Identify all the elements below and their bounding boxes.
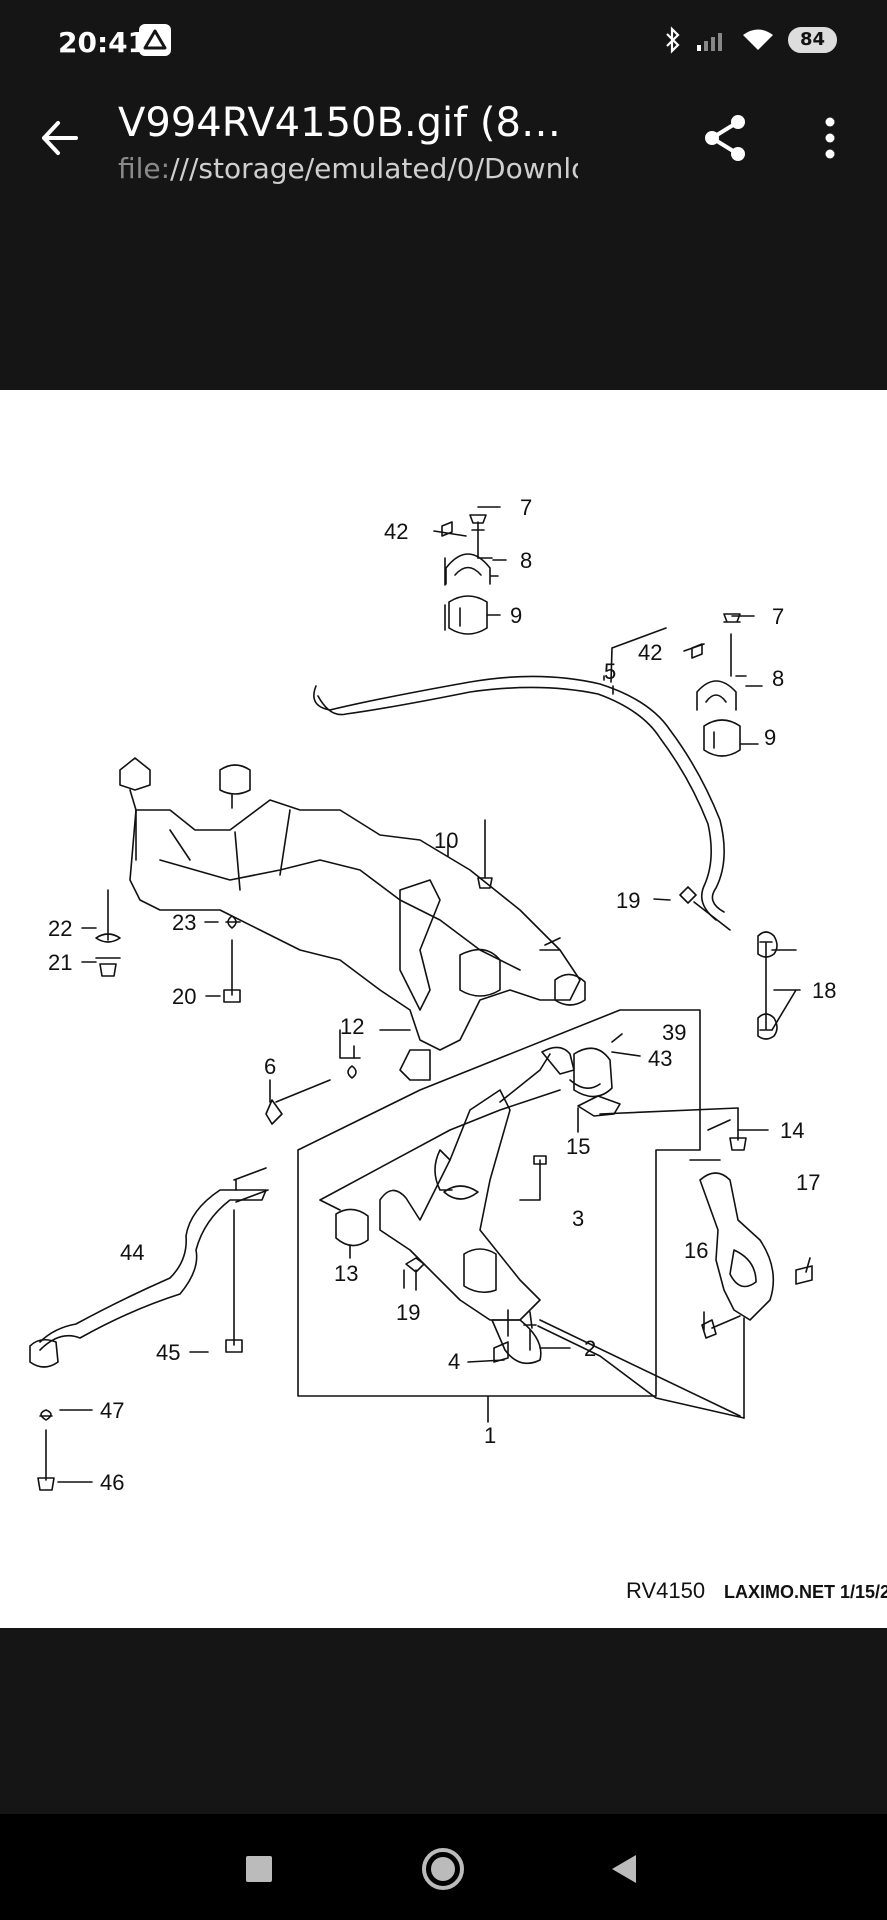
part-label: 18 xyxy=(812,978,836,1003)
part-label: 39 xyxy=(662,1020,686,1045)
part-label: 16 xyxy=(684,1238,708,1263)
status-icons: 84 xyxy=(664,26,837,54)
back-arrow-icon[interactable] xyxy=(34,110,90,166)
image-viewer[interactable]: 42 7 8 9 42 7 8 9 5 10 19 18 22 23 21 20… xyxy=(0,390,887,1628)
part-label: 8 xyxy=(520,548,532,573)
part-label: 14 xyxy=(780,1118,804,1143)
part-label: 22 xyxy=(48,916,72,941)
part-label: 13 xyxy=(334,1261,358,1286)
part-label: 21 xyxy=(48,950,72,975)
diagram-code: RV4150 xyxy=(626,1578,705,1603)
part-label: 15 xyxy=(566,1134,590,1159)
suspension-diagram: 42 7 8 9 42 7 8 9 5 10 19 18 22 23 21 20… xyxy=(29,495,887,1603)
url-path: ///storage/emulated/0/Downloa xyxy=(170,152,578,185)
part-label: 6 xyxy=(264,1054,276,1079)
part-label: 8 xyxy=(772,666,784,691)
part-label: 23 xyxy=(172,910,196,935)
part-label: 1 xyxy=(484,1423,496,1448)
part-label: 42 xyxy=(384,519,408,544)
status-time: 20:41 xyxy=(58,26,148,59)
app-bar: V994RV4150B.gif (899×... file:///storage… xyxy=(0,90,887,390)
part-label: 2 xyxy=(584,1336,596,1361)
share-icon[interactable] xyxy=(696,108,756,168)
part-label: 10 xyxy=(434,828,458,853)
wifi-icon xyxy=(742,29,773,50)
part-label: 45 xyxy=(156,1340,180,1365)
part-label: 44 xyxy=(120,1240,144,1265)
url-scheme: file: xyxy=(118,152,171,185)
home-circle-icon[interactable] xyxy=(418,1844,468,1894)
part-label: 9 xyxy=(510,603,522,628)
file-title: V994RV4150B.gif (899×... xyxy=(118,100,578,146)
back-triangle-icon[interactable] xyxy=(600,1844,650,1894)
system-nav-bar xyxy=(0,1814,887,1920)
part-label: 20 xyxy=(172,984,196,1009)
part-label: 47 xyxy=(100,1398,124,1423)
part-label: 7 xyxy=(520,495,532,520)
part-label: 19 xyxy=(616,888,640,913)
part-label: 12 xyxy=(340,1014,364,1039)
file-url: file:///storage/emulated/0/Downloa xyxy=(118,152,578,185)
signal-icon xyxy=(696,33,722,51)
part-label: 9 xyxy=(764,725,776,750)
recents-square-icon[interactable] xyxy=(234,1844,284,1894)
more-vert-icon[interactable] xyxy=(810,108,850,168)
diagram-watermark-date: LAXIMO.NET 1/15/2005 xyxy=(724,1582,887,1602)
app-notification-icon xyxy=(139,24,171,56)
part-label: 42 xyxy=(638,640,662,665)
bluetooth-icon xyxy=(666,26,680,54)
status-bar: 20:41 84 xyxy=(0,0,887,90)
part-label: 17 xyxy=(796,1170,820,1195)
battery-icon: 84 xyxy=(787,27,837,53)
part-label: 7 xyxy=(772,604,784,629)
part-label: 4 xyxy=(448,1349,460,1374)
part-label: 43 xyxy=(648,1046,672,1071)
part-label: 3 xyxy=(572,1206,584,1231)
part-label: 46 xyxy=(100,1470,124,1495)
viewer-bottom-area xyxy=(0,1628,887,1814)
part-label: 19 xyxy=(396,1300,420,1325)
part-label: 5 xyxy=(604,659,616,684)
